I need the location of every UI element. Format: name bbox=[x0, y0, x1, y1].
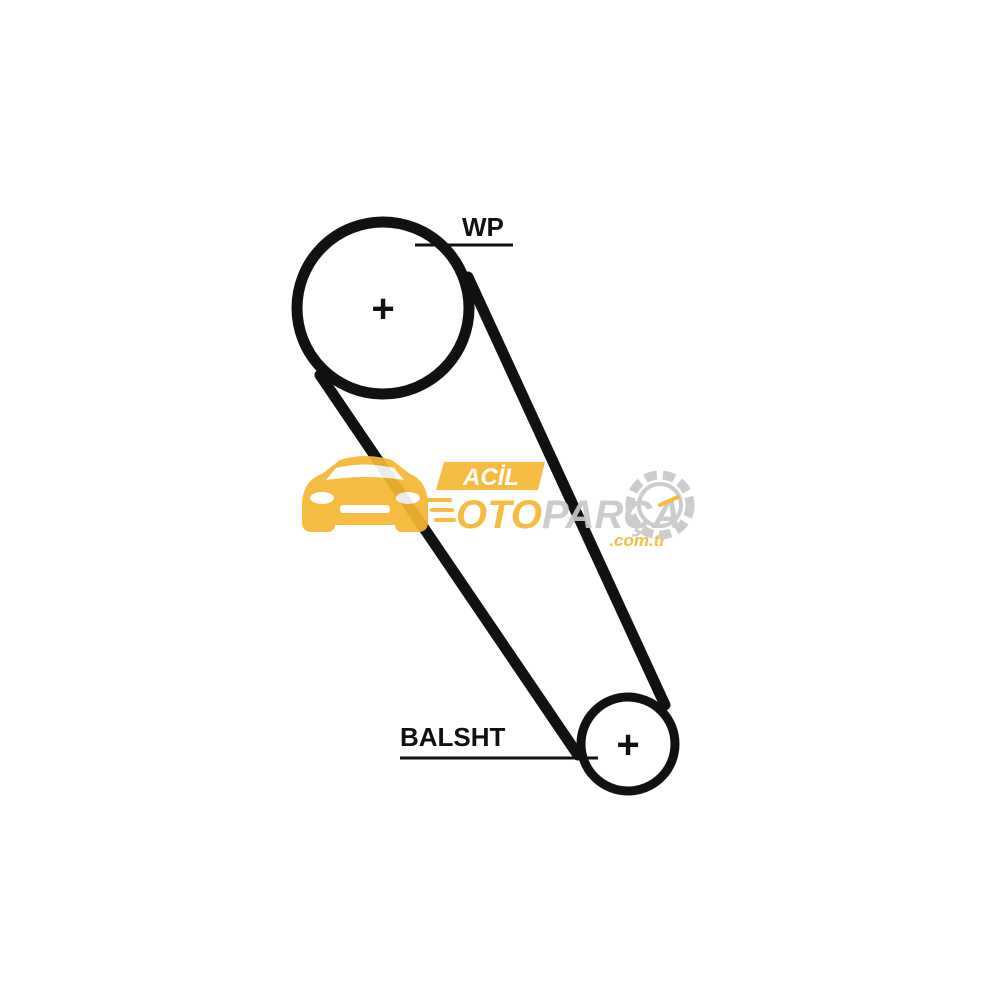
acil-badge: ACİL bbox=[436, 462, 545, 491]
bottom-pulley-center-mark: + bbox=[616, 723, 639, 767]
logo-parca: PARÇA bbox=[542, 493, 681, 537]
belt-right-run bbox=[462, 271, 671, 711]
bottom-pulley-balsht bbox=[576, 692, 680, 796]
belt-left-run bbox=[314, 369, 584, 761]
balsht-label: BALSHT bbox=[400, 722, 506, 752]
top-pulley-wp bbox=[291, 216, 475, 400]
svg-text:ACİL: ACİL bbox=[462, 464, 519, 491]
watermark-logo: ACİL OTOPARÇA .com.tr bbox=[302, 456, 695, 550]
logo-domain: .com.tr bbox=[609, 531, 667, 550]
speed-lines-icon bbox=[426, 498, 456, 522]
logo-oto: OTO bbox=[456, 493, 542, 537]
wp-label: WP bbox=[462, 212, 504, 242]
gear-icon bbox=[625, 470, 695, 540]
car-icon bbox=[302, 456, 428, 532]
logo-wordmark: OTOPARÇA bbox=[456, 493, 681, 537]
top-pulley-center-mark: + bbox=[371, 287, 394, 331]
